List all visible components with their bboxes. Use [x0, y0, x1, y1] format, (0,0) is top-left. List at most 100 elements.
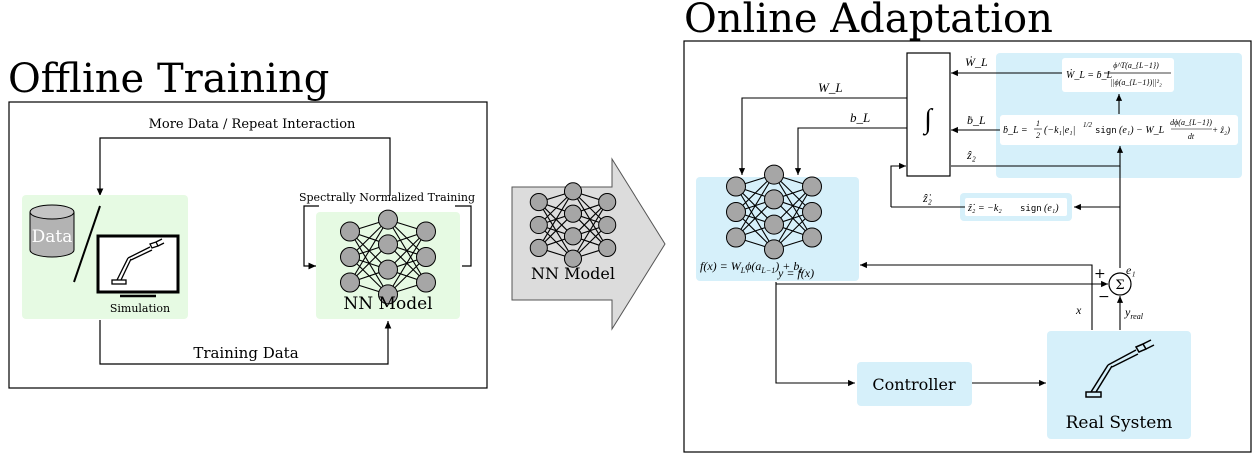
nn-node: [764, 239, 784, 260]
wl-equation-box: [1062, 58, 1174, 92]
nn-node: [529, 193, 548, 212]
real-system-box: [1047, 331, 1191, 439]
nn-node: [598, 193, 617, 212]
bl-eq-e1: (e₁) − W_L: [1119, 125, 1165, 136]
bl-output-arrow: [794, 127, 907, 175]
nn-node: [529, 238, 548, 257]
bl-eq-mid: (−k₁|e₁|: [1044, 125, 1075, 136]
nn-node: [340, 221, 360, 242]
x-label: x: [1075, 303, 1082, 317]
more-data-label: More Data / Repeat Interaction: [149, 117, 356, 132]
wl-dot-label: Ẇ_L: [965, 54, 988, 69]
nn-edge: [387, 231, 427, 295]
integrator-symbol: ∫: [922, 104, 934, 136]
offline-nn-icon: [340, 209, 436, 305]
integrator-block: [906, 52, 951, 177]
nn-node: [802, 227, 822, 248]
database-icon: [29, 204, 75, 258]
wl-eq-den: ||ϕ(a_{L−1})||²₂: [1110, 78, 1162, 87]
nn-node: [563, 182, 583, 201]
nn-edge: [572, 201, 608, 259]
bl-eq-sign: sign: [1095, 126, 1117, 136]
simulation-label: Simulation: [110, 302, 170, 315]
middle-nn-label: NN Model: [531, 264, 615, 283]
bl-output-label: b_L: [850, 110, 870, 125]
middle-nn-icon: [529, 182, 617, 268]
more-data-arrow: [96, 137, 391, 196]
bl-eq-den: dt: [1188, 132, 1195, 141]
spectral-loop-left: [303, 205, 319, 270]
nn-node: [378, 284, 398, 305]
nn-node: [563, 249, 583, 268]
bl-eq-lhs: ḃ_L =: [1003, 125, 1028, 136]
nn-edge: [349, 219, 389, 283]
wl-output-label: W_L: [818, 80, 843, 95]
z2-hat-feedback: [890, 162, 906, 207]
nn-node: [416, 272, 436, 293]
bl-dot-label: ḃ_L: [967, 113, 986, 127]
bl-eq-half: 1: [1036, 119, 1040, 128]
nn-node: [726, 227, 746, 248]
spectral-loop-right: [455, 205, 472, 267]
nn-node: [416, 221, 436, 242]
offline-nn-label: NN Model: [343, 294, 432, 314]
bl-eq-num: dϕ(a_{L−1}): [1170, 118, 1212, 127]
plus-sign: +: [1094, 266, 1106, 282]
wl-output-arrow: [738, 97, 907, 175]
offline-title: Offline Training: [8, 56, 329, 102]
x-feedback-arrow: [860, 261, 1093, 330]
nn-edge: [538, 191, 574, 249]
z2-eq-box: [965, 198, 1067, 216]
nn-node: [802, 176, 822, 197]
z2-hat-label: ẑ₂: [966, 148, 976, 162]
nn-node: [598, 215, 617, 235]
real-system-label: Real System: [1066, 413, 1173, 433]
wl-eq-num: ϕ^T(a_{L−1}): [1113, 61, 1159, 70]
nn-node: [340, 247, 360, 267]
offline-frame: [8, 101, 488, 389]
minus-sign: −: [1098, 289, 1110, 305]
bl-eq-half-den: 2: [1036, 131, 1040, 140]
nn-edge: [735, 174, 775, 238]
nn-node: [378, 209, 398, 230]
y-to-controller-arrow: [775, 282, 855, 387]
robot-arm-sim-icon: [111, 238, 165, 285]
nn-node: [802, 202, 822, 222]
nn-node: [563, 204, 583, 223]
training-data-label: Training Data: [193, 344, 298, 362]
z2-dot-label: ẑ̇₂: [922, 191, 932, 205]
wl-eq-lhs: Ẇ_L = ḃ_L: [1066, 69, 1112, 81]
yreal-label: yreal: [1124, 305, 1144, 321]
data-label: Data: [32, 227, 73, 247]
online-title: Online Adaptation: [684, 0, 1053, 42]
e1-label: e₁: [1126, 263, 1136, 277]
nn-node: [378, 234, 398, 255]
nn-node: [726, 202, 746, 222]
online-nn-icon: [726, 164, 822, 260]
nn-equation: f(x) = WLϕ(aL−1) + bL: [700, 259, 804, 275]
sum-symbol: Σ: [1115, 278, 1124, 293]
nn-node: [416, 247, 436, 267]
nn-edge: [773, 186, 813, 250]
z2-eq-arg: (e₁): [1044, 203, 1059, 214]
bl-equation-box: [1000, 115, 1238, 145]
nn-node: [764, 164, 784, 185]
data-sim-divider: [73, 205, 101, 283]
nn-node: [529, 215, 548, 235]
z2-eq-sign: sign: [1020, 204, 1042, 214]
controller-label: Controller: [872, 375, 956, 394]
bl-eq-tail: + ẑ₂): [1212, 125, 1230, 135]
training-data-arrow: [99, 320, 392, 365]
nn-node: [764, 189, 784, 210]
summing-junction: [1108, 272, 1132, 296]
controller-box: [857, 362, 972, 406]
monitor-icon: [96, 234, 180, 298]
online-frame: [683, 40, 1252, 453]
y-eq-label: y = f(x): [777, 266, 814, 280]
nn-node: [378, 259, 398, 280]
robot-arm-real-icon: [1085, 339, 1155, 398]
nn-node: [340, 272, 360, 293]
nn-node: [563, 227, 583, 246]
bl-eq-exp: 1/2: [1083, 121, 1092, 129]
